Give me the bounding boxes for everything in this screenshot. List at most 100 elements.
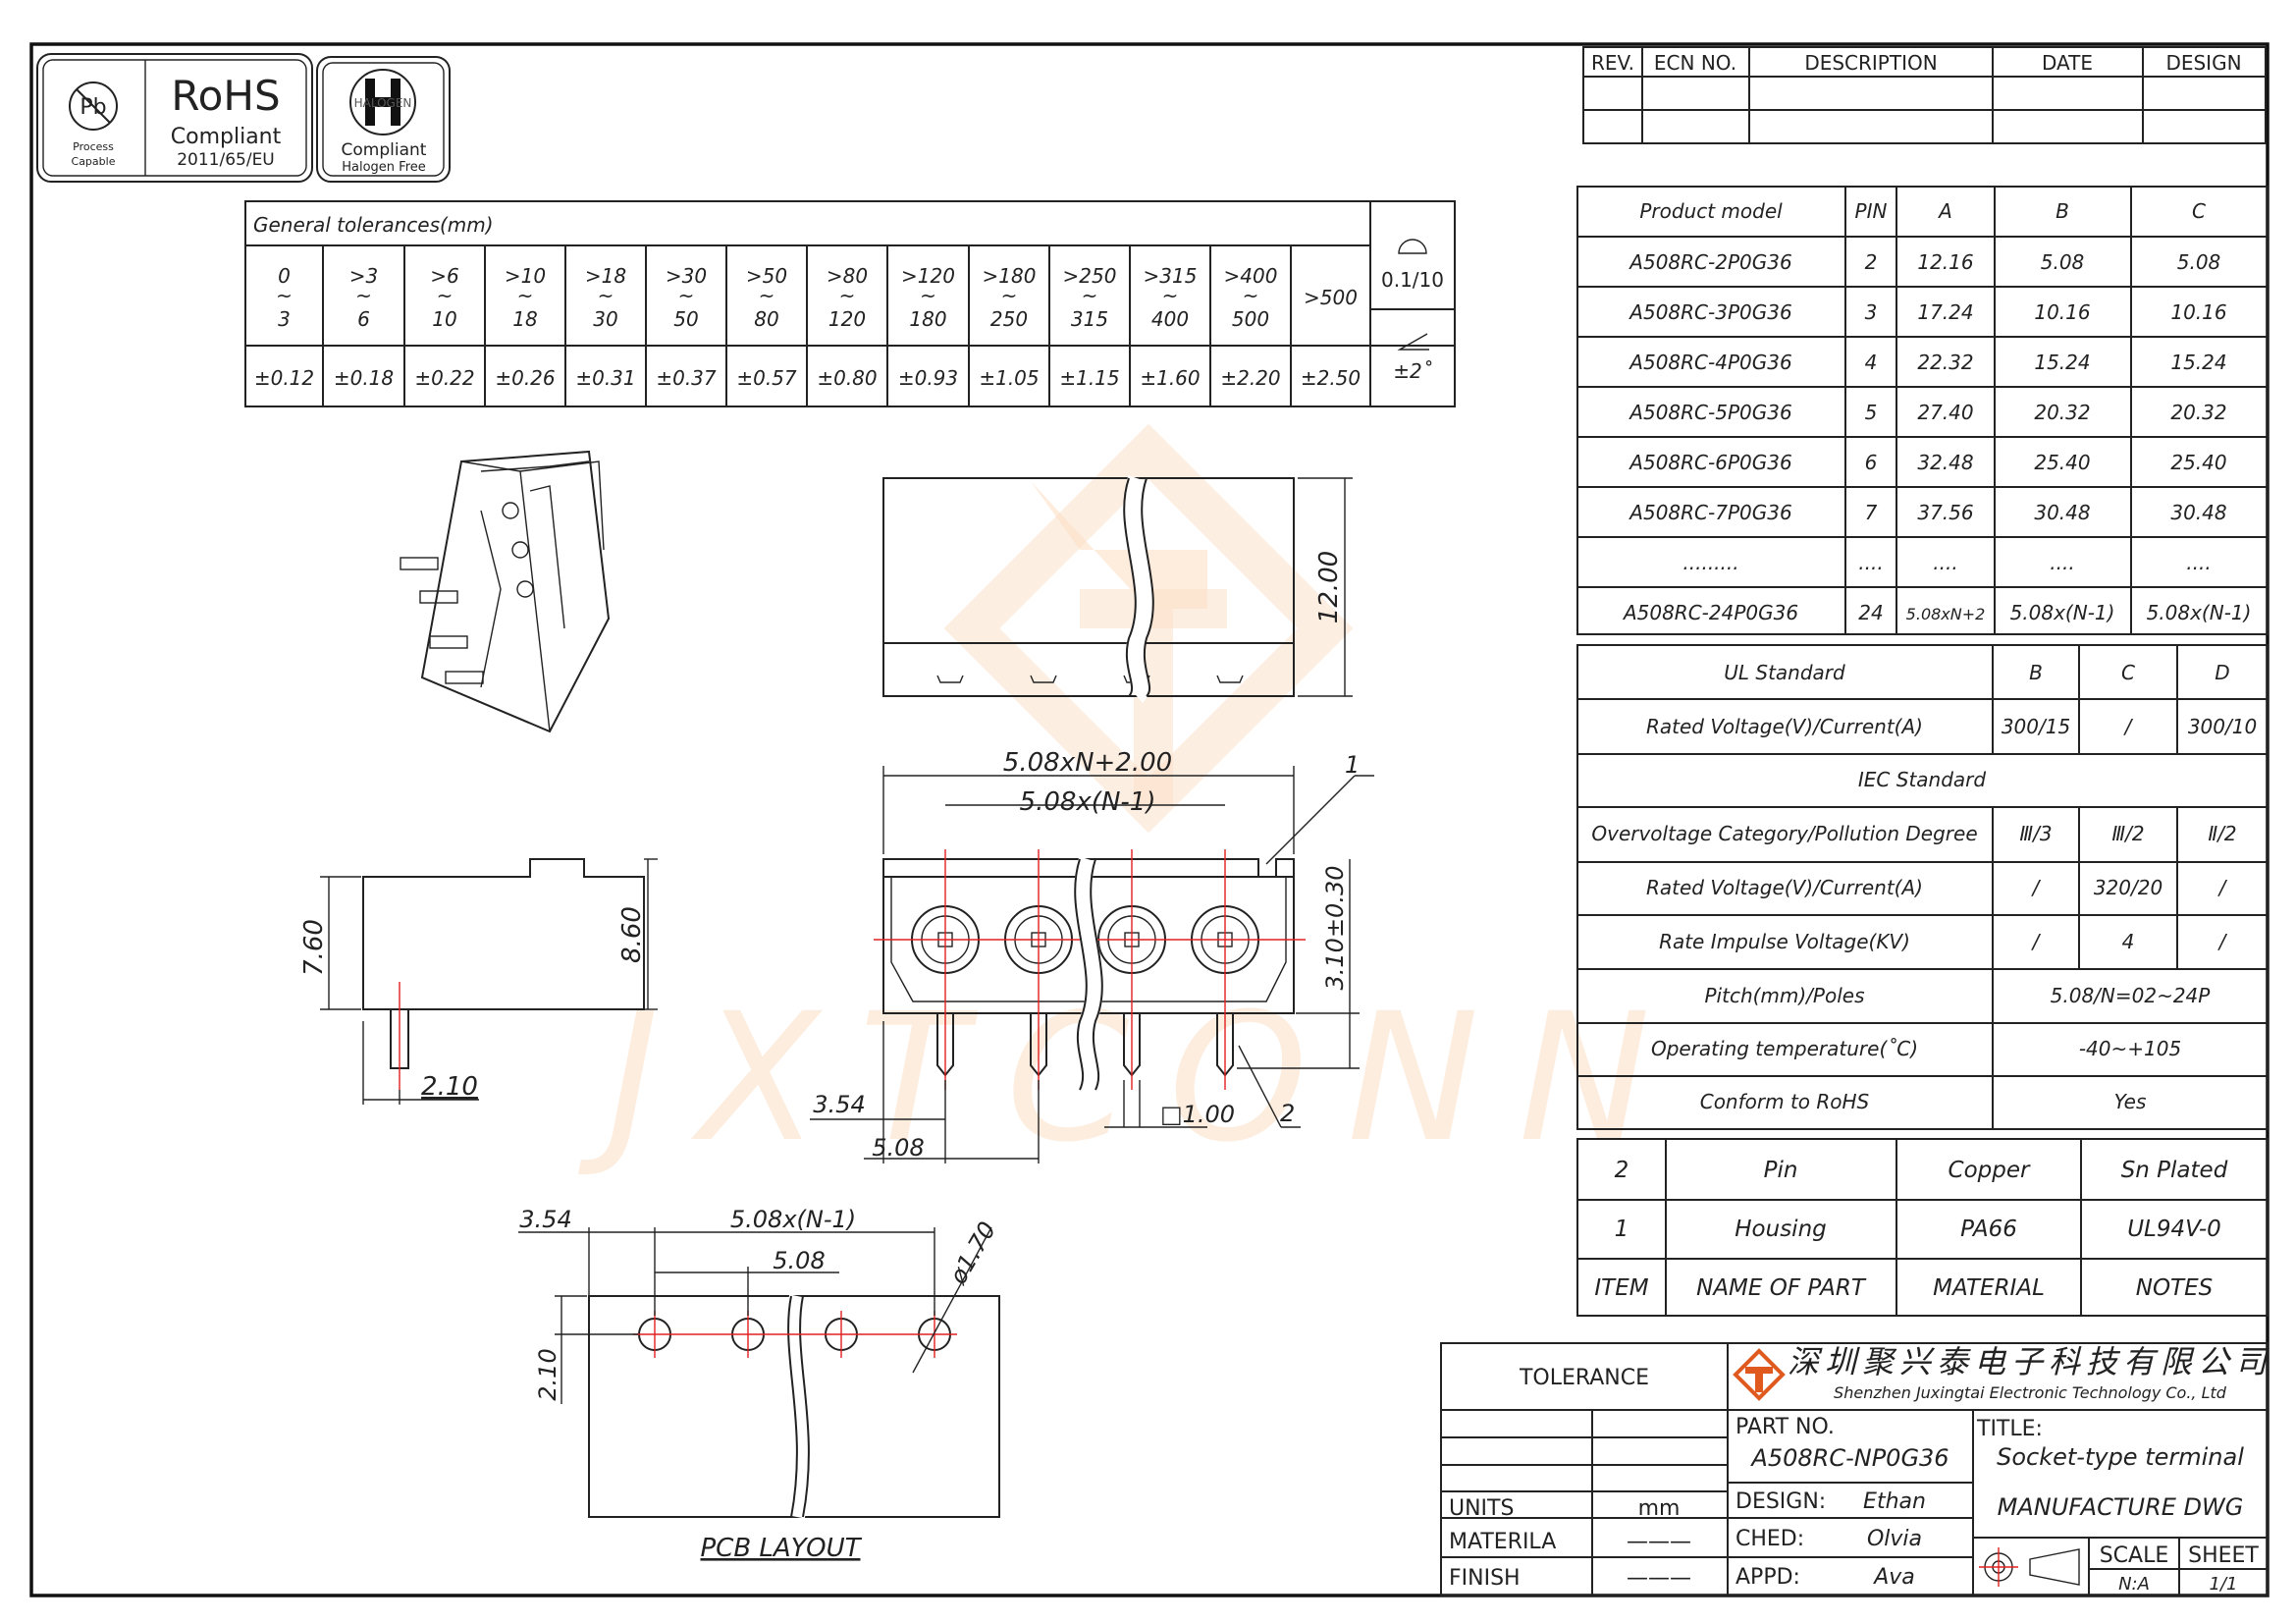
bom-table: 2 Pin Copper Sn Plated 1 Housing PA66 UL… <box>1576 1138 2269 1317</box>
tolerance-range-6-from: >50 <box>746 264 787 288</box>
dim-1-00-square: □1.00 <box>1160 1101 1235 1128</box>
rev-header-date: DATE <box>2042 51 2093 75</box>
product-header-2: A <box>1937 199 1952 223</box>
tolerance-range-12-to: 500 <box>1232 307 1269 331</box>
finish-label: FINISH <box>1449 1566 1521 1591</box>
dim-8-60: 8.60 <box>617 906 647 963</box>
product-row-4-col-1: 6 <box>1865 451 1878 474</box>
tolerance-value-1: ±0.18 <box>334 366 394 390</box>
bom-row1-item: 1 <box>1615 1217 1629 1242</box>
product-row-2-col-2: 22.32 <box>1917 351 1973 374</box>
tolerance-table: General tolerances(mm) 0.1/10 ±2˚ <box>244 200 1456 407</box>
iec-impulse-label: Rate Impulse Voltage(KV) <box>1659 930 1910 953</box>
part-no-value: A508RC-NP0G36 <box>1749 1444 1949 1472</box>
product-row-0-col-1: 2 <box>1865 250 1878 274</box>
ched-label: CHED: <box>1735 1527 1804 1551</box>
tolerance-range-1-to: 6 <box>357 307 370 331</box>
tolerance-range-10-to: 315 <box>1071 307 1108 331</box>
tolerance-range-10-sep: ~ <box>1082 284 1098 307</box>
units-value: mm <box>1638 1496 1681 1521</box>
iec-rated-label: Rated Voltage(V)/Current(A) <box>1646 876 1923 899</box>
tolerance-range-12-sep: ~ <box>1243 284 1259 307</box>
tolerance-value-11: ±1.60 <box>1140 366 1200 390</box>
dim-3-54: 3.54 <box>813 1091 865 1118</box>
product-row-1-col-0: A508RC-3P0G36 <box>1628 300 1791 324</box>
tolerance-range-8-from: >120 <box>901 264 955 288</box>
tolerance-range-8-sep: ~ <box>920 284 936 307</box>
iso-pins <box>400 557 484 684</box>
iec-rated-c: 320/20 <box>2094 876 2163 899</box>
tolerance-range-2-sep: ~ <box>437 284 454 307</box>
product-row-4-col-0: A508RC-6P0G36 <box>1628 451 1791 474</box>
iec-impulse-d: / <box>2217 930 2228 953</box>
callout-2: 2 <box>1280 1100 1295 1127</box>
tolerance-range-7-to: 120 <box>828 307 866 331</box>
bom-header-notes: NOTES <box>2136 1275 2214 1301</box>
tolerance-range-2-from: >6 <box>430 264 458 288</box>
tolerance-label: TOLERANCE <box>1519 1366 1649 1390</box>
tolerance-range-9-to: 250 <box>990 307 1028 331</box>
tolerance-range-5-from: >30 <box>666 264 707 288</box>
product-row-6-col-0: ......... <box>1682 551 1738 574</box>
angle-value: ±2˚ <box>1393 359 1431 383</box>
ul-col-b: B <box>2029 661 2043 684</box>
ul-rated-d: 300/10 <box>2188 715 2257 738</box>
product-row-1-col-1: 3 <box>1865 300 1878 324</box>
tolerance-range-1-from: >3 <box>349 264 378 288</box>
pcb-layout: 3.54 5.08x(N-1) 5.08 ø1.70 2.10 PCB LAYO… <box>518 1206 1001 1563</box>
product-row-0-col-2: 12.16 <box>1917 250 1973 274</box>
rev-header-ecn: ECN NO. <box>1654 51 1736 75</box>
tolerance-range-7-sep: ~ <box>839 284 856 307</box>
revision-table: REV. ECN NO. DESCRIPTION DATE DESIGN <box>1582 46 2267 144</box>
product-row-7-col-1: 24 <box>1858 601 1883 624</box>
product-row-4-col-4: 25.40 <box>2170 451 2226 474</box>
product-row-2-col-3: 15.24 <box>2034 351 2090 374</box>
rohs-title: RoHS <box>171 72 280 120</box>
pitch-value: 5.08/N=02~24P <box>2051 984 2212 1007</box>
watermark: JXTCONN <box>577 423 1689 1181</box>
top-view-slots <box>936 675 1244 683</box>
product-row-4-col-2: 32.48 <box>1917 451 1973 474</box>
appd-label: APPD: <box>1735 1565 1800 1590</box>
tolerance-range-4-from: >18 <box>585 264 626 288</box>
title-label: TITLE: <box>1976 1417 2043 1441</box>
product-row-2-col-1: 4 <box>1865 351 1878 374</box>
product-row-1-col-4: 10.16 <box>2170 300 2226 324</box>
bom-row1-material: PA66 <box>1960 1217 2017 1242</box>
tolerance-range-5-to: 50 <box>673 307 698 331</box>
tolerance-range-3-sep: ~ <box>517 284 534 307</box>
product-row-7-col-4: 5.08x(N-1) <box>2147 601 2252 624</box>
pcb-dim-5-08: 5.08 <box>773 1247 825 1274</box>
bom-row2-notes: Sn Plated <box>2121 1158 2228 1183</box>
rev-header-description: DESCRIPTION <box>1804 51 1937 75</box>
pb-label-2: Capable <box>72 155 116 168</box>
iec-impulse-c: 4 <box>2122 930 2135 953</box>
product-row-2-col-0: A508RC-4P0G36 <box>1628 351 1791 374</box>
dim-12-00: 12.00 <box>1314 551 1344 623</box>
pcb-dim-pitch-total: 5.08x(N-1) <box>730 1206 856 1233</box>
manufacture-label: MANUFACTURE DWG <box>1998 1493 2244 1521</box>
pitch-label: Pitch(mm)/Poles <box>1704 984 1864 1007</box>
tolerance-range-11-sep: ~ <box>1162 284 1179 307</box>
tolerance-range-11-from: >315 <box>1144 264 1198 288</box>
pcb-layout-label: PCB LAYOUT <box>700 1534 862 1563</box>
iec-overvoltage-d: Ⅱ/2 <box>2208 822 2236 845</box>
tolerance-range-6-to: 80 <box>754 307 778 331</box>
halogen-free-label: Halogen Free <box>342 160 426 175</box>
tolerance-value-3: ±0.26 <box>495 366 555 390</box>
callout-1: 1 <box>1345 751 1360 779</box>
ul-standard-title: UL Standard <box>1724 661 1845 684</box>
units-label: UNITS <box>1449 1496 1514 1521</box>
tolerance-range-13: >500 <box>1304 286 1358 309</box>
tolerance-range-3-from: >10 <box>505 264 546 288</box>
scale-value: N:A <box>2118 1574 2150 1595</box>
product-header-1: PIN <box>1855 199 1888 223</box>
bom-row2-material: Copper <box>1949 1158 2031 1183</box>
sheet-value: 1/1 <box>2210 1574 2238 1595</box>
tolerance-range-9-from: >180 <box>983 264 1037 288</box>
product-row-2-col-4: 15.24 <box>2170 351 2226 374</box>
temperature-label: Operating temperature(˚C) <box>1651 1037 1918 1060</box>
tolerance-title: General tolerances(mm) <box>253 213 494 237</box>
watermark-text: JXTCONN <box>577 976 1689 1181</box>
